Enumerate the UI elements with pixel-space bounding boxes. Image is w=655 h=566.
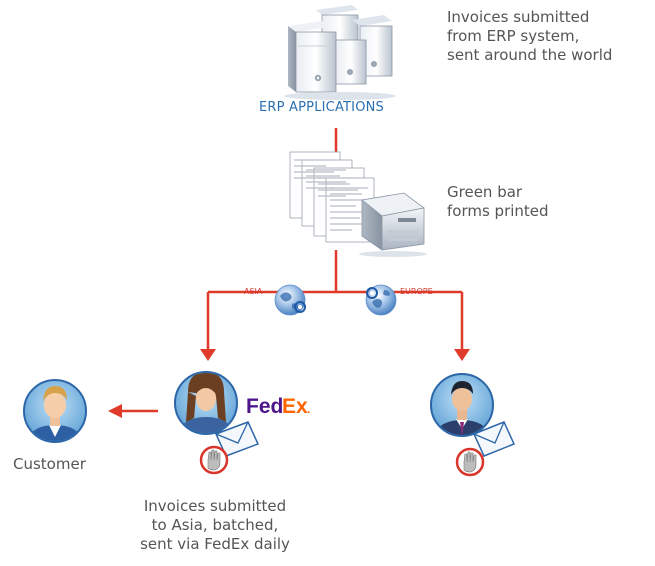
fedex-logo-dot: . [307,402,310,416]
hand-stop-icon-asia [199,445,229,475]
printing-note-line: forms printed [447,202,549,220]
fedex-logo: Fed Ex . [246,395,310,418]
fedex-logo-fed: Fed [246,395,283,418]
customer-label: Customer [13,455,86,473]
fedex-logo-ex: Ex [282,395,308,418]
arrowhead-europe [454,349,470,361]
printing-note: Green bar forms printed [447,183,549,221]
erp-note: Invoices submitted from ERP system, sent… [447,8,612,65]
green-bar-form-stack [289,151,375,243]
asia-note-line: sent via FedEx daily [140,535,290,553]
arrowhead-customer [108,404,122,418]
route-label-asia: ASIA [244,287,263,296]
asia-note-line: Invoices submitted [143,497,287,515]
printing-note-line: Green bar [447,183,523,201]
erp-note-line: from ERP system, [447,27,580,45]
erp-note-line: Invoices submitted [447,8,590,26]
connector-lines [122,128,464,413]
arrowheads [108,349,470,418]
printer-with-forms-icon [289,151,427,257]
customer-avatar [23,379,87,443]
globe-icon-europe [365,284,397,316]
server-icon [284,5,396,100]
envelope-icon-asia [214,421,260,457]
asia-note: Invoices submitted to Asia, batched, sen… [126,497,304,554]
asia-representative-avatar [174,371,238,435]
arrowhead-asia [200,349,216,361]
route-label-europe: EUROPE [400,287,433,296]
asia-note-line: to Asia, batched, [151,516,279,534]
hand-stop-icon-europe [455,447,485,477]
erp-applications-label: ERP APPLICATIONS [259,100,385,115]
globe-icon-asia [274,284,306,316]
envelope-icon-europe [472,421,516,457]
europe-representative-avatar [430,373,494,437]
erp-note-line: sent around the world [447,46,613,64]
